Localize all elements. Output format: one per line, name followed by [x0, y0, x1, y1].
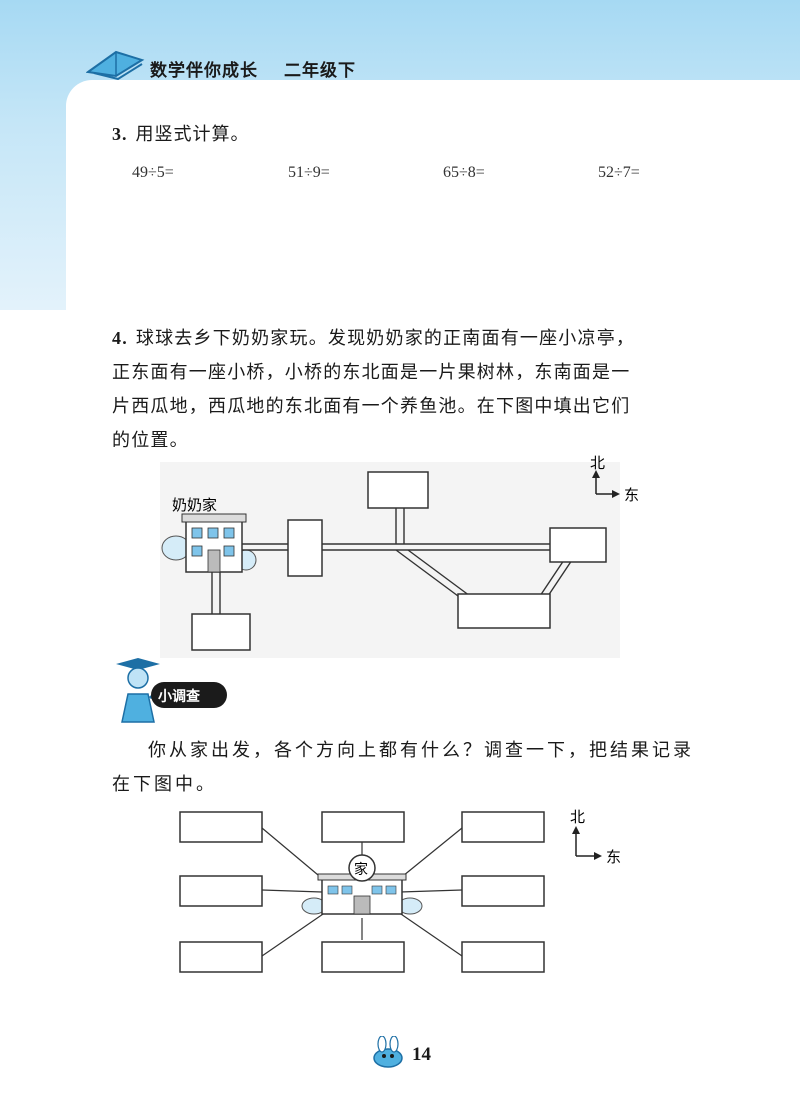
- answer-boxes: [191, 471, 607, 651]
- fish-pond-box[interactable]: [549, 527, 607, 563]
- orchard-box[interactable]: [367, 471, 429, 509]
- survey-badge-label: 小调查: [158, 688, 201, 705]
- question-4-line-1: 球球去乡下奶奶家玩。发现奶奶家的正南面有一座小凉亭，: [135, 328, 636, 349]
- home-directions-diagram: 家 北 东: [179, 808, 621, 973]
- question-4-line: 4. 球球去乡下奶奶家玩。发现奶奶家的正南面有一座小凉亭，: [112, 321, 712, 356]
- south-box[interactable]: [321, 941, 405, 973]
- book-title-text: 数学伴你成长: [150, 61, 258, 81]
- survey-mascot-icon: [116, 658, 165, 723]
- watermelon-field-box[interactable]: [457, 593, 551, 629]
- compass-north-label: 北: [570, 808, 585, 826]
- answer-boxes: [179, 811, 545, 973]
- southwest-box[interactable]: [179, 941, 263, 973]
- page-number: 14: [412, 1044, 431, 1065]
- home-char: 家: [354, 861, 368, 878]
- question-4-line-3: 片西瓜地，西瓜地的东北面有一个养鱼池。在下图中填出它们: [112, 396, 631, 417]
- home-label: 奶奶家: [172, 496, 217, 514]
- book-logo-icon: [86, 50, 145, 80]
- grade-label: 二年级下: [284, 61, 356, 81]
- home-building-icon: [301, 854, 423, 915]
- page-mascot-icon: [373, 1036, 403, 1068]
- question-number: 3.: [112, 124, 128, 144]
- northeast-box[interactable]: [461, 811, 545, 843]
- roads: [211, 506, 573, 614]
- village-map-diagram: 奶奶家 北 东: [160, 454, 639, 658]
- west-box[interactable]: [179, 875, 263, 907]
- division-problem: 49÷5=: [132, 164, 174, 181]
- question-number: 4.: [112, 328, 128, 348]
- question-3-heading: 3. 用竖式计算。: [112, 120, 250, 146]
- northwest-box[interactable]: [179, 811, 263, 843]
- compass-icon: [572, 826, 602, 860]
- survey-badge: 小调查: [151, 682, 227, 708]
- compass-east-label: 东: [606, 848, 621, 866]
- direction-lines: [261, 827, 463, 957]
- division-problem: 51÷9=: [288, 164, 330, 181]
- question-4-line-4: 的位置。: [112, 430, 189, 451]
- pavilion-box[interactable]: [191, 613, 251, 651]
- bridge-box[interactable]: [287, 519, 323, 577]
- question-4-line-2: 正东面有一座小桥，小桥的东北面是一片果树林，东南面是一: [112, 362, 631, 383]
- book-title: 数学伴你成长 二年级下: [150, 56, 356, 81]
- division-problem: 52÷7=: [598, 164, 640, 181]
- southeast-box[interactable]: [461, 941, 545, 973]
- east-box[interactable]: [461, 875, 545, 907]
- survey-text: 你从家出发，各个方向上都有什么？调查一下，把结果记录在下图中。: [112, 740, 694, 795]
- north-box[interactable]: [321, 811, 405, 843]
- compass-icon: [592, 470, 620, 498]
- question-4-text: 4. 球球去乡下奶奶家玩。发现奶奶家的正南面有一座小凉亭， 正东面有一座小桥，小桥…: [112, 321, 712, 458]
- compass-east-label: 东: [624, 486, 639, 504]
- division-problem: 65÷8=: [443, 164, 485, 181]
- grandma-house-icon: [161, 513, 257, 573]
- question-prompt: 用竖式计算。: [135, 124, 250, 145]
- compass-north-label: 北: [590, 454, 605, 472]
